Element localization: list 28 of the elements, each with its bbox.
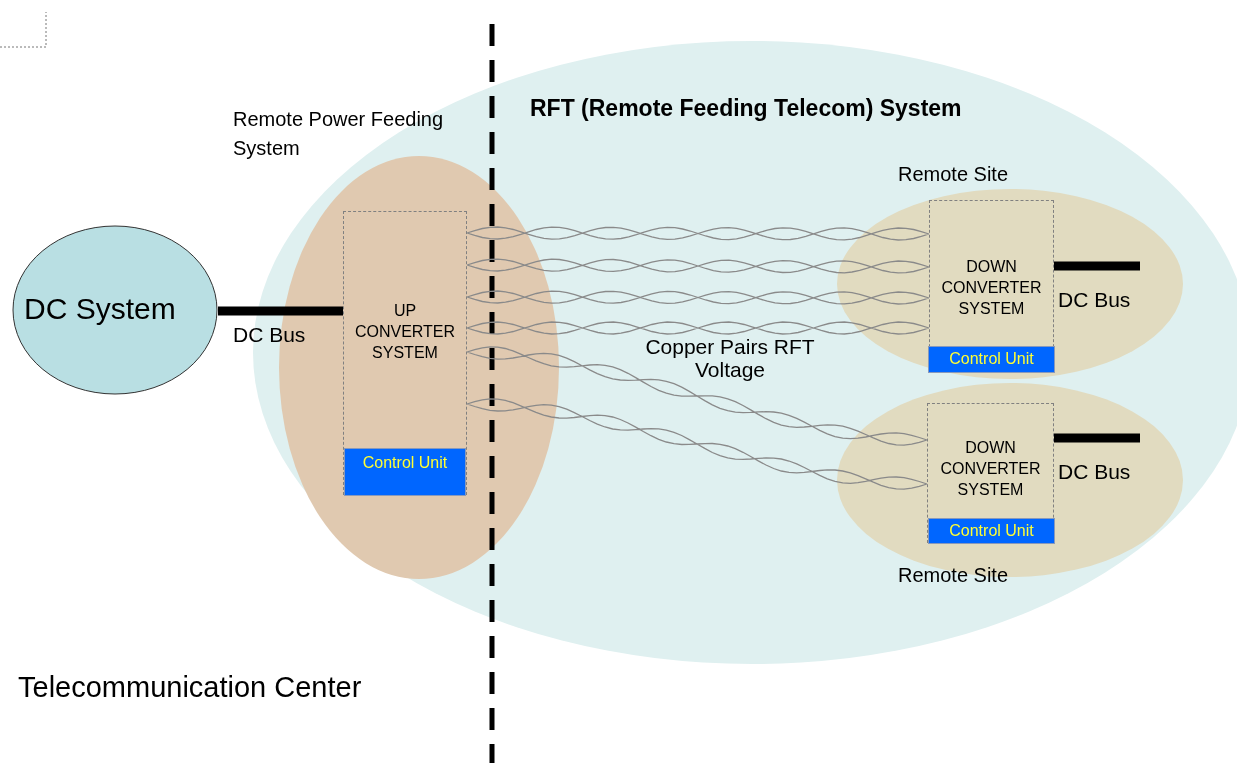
control-unit-panel: Control Unit — [344, 448, 466, 496]
twisted-pair-cable — [466, 290, 930, 305]
twisted-pair-cable — [466, 321, 930, 335]
box-label: DOWN CONVERTER SYSTEM — [940, 257, 1043, 319]
converter-box — [927, 403, 1054, 543]
system-label: DC System — [24, 292, 176, 326]
converter-box — [929, 200, 1054, 372]
box-label: DOWN CONVERTER SYSTEM — [939, 438, 1042, 500]
box-label: UP CONVERTER SYSTEM — [353, 301, 457, 363]
location-label: Telecommunication Center — [18, 670, 363, 704]
dc-bus-line — [1054, 433, 1140, 443]
twisted-pair-cable — [466, 398, 928, 490]
system-title: Remote Power Feeding System — [233, 107, 445, 161]
site-title: Remote Site — [898, 163, 1009, 186]
dc-bus-line — [1054, 261, 1140, 271]
twisted-pair-cable — [466, 258, 930, 274]
edge-label: DC Bus — [1058, 288, 1131, 312]
edge-label: DC Bus — [1058, 460, 1131, 484]
system-title: RFT (Remote Feeding Telecom) System — [530, 95, 962, 122]
twisted-pair-cable — [466, 226, 930, 241]
edge-label: DC Bus — [233, 323, 306, 347]
control-unit-panel: Control Unit — [928, 346, 1055, 373]
dc-bus-line — [218, 306, 343, 316]
control-unit-panel: Control Unit — [928, 518, 1055, 544]
converter-box — [343, 211, 467, 495]
twisted-pair-cable — [466, 346, 928, 446]
cable-label: Copper Pairs RFT Voltage — [645, 335, 815, 381]
site-title: Remote Site — [898, 564, 1009, 587]
